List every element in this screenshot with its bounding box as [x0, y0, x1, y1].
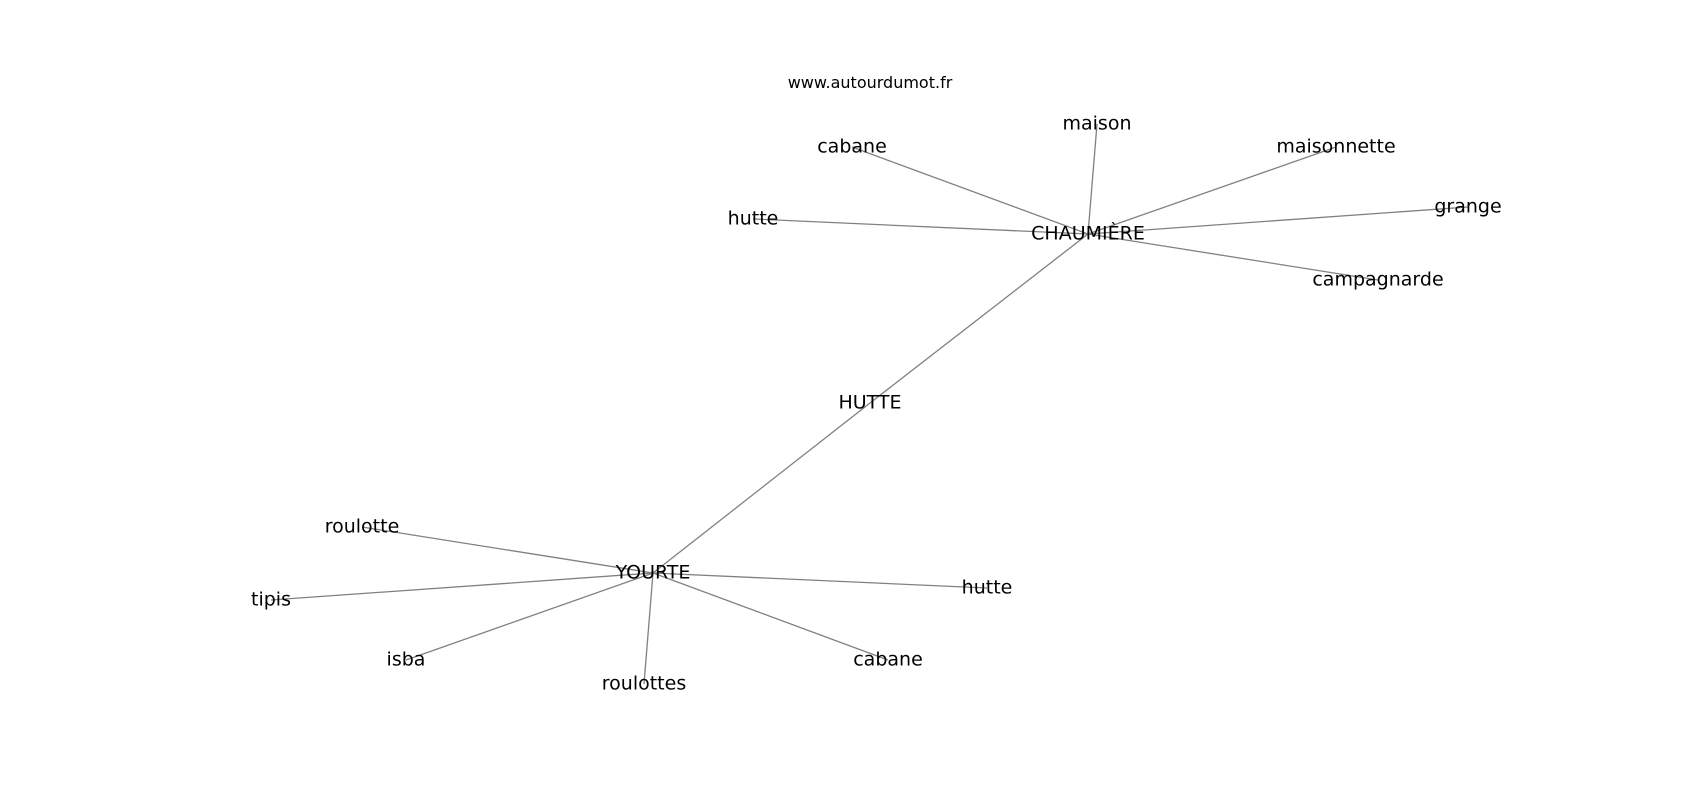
edge-chaumiere-maison — [1087, 123, 1098, 235]
edge-chaumiere-campagnarde — [1087, 233, 1379, 281]
edge-yourte-cabane-bottom — [652, 572, 889, 661]
site-watermark: www.autourdumot.fr — [788, 73, 953, 92]
edge-yourte-isba — [405, 572, 654, 661]
edge-chaumiere-maisonnette — [1087, 146, 1337, 235]
node-cabane-top[interactable]: cabane — [817, 136, 887, 158]
edge-hutte-center-yourte — [652, 402, 871, 574]
edge-chaumiere-grange — [1087, 206, 1469, 235]
node-roulotte[interactable]: roulotte — [325, 516, 400, 538]
edge-chaumiere-hutte-top — [752, 218, 1089, 235]
node-roulottes[interactable]: roulottes — [602, 673, 686, 695]
node-yourte[interactable]: YOURTE — [615, 562, 691, 584]
node-tipis[interactable]: tipis — [251, 589, 291, 611]
node-cabane-bottom[interactable]: cabane — [853, 649, 923, 671]
node-isba[interactable]: isba — [387, 649, 426, 671]
edge-hutte-center-chaumiere — [869, 233, 1089, 404]
node-campagnarde[interactable]: campagnarde — [1312, 269, 1443, 291]
edge-chaumiere-cabane-top — [851, 146, 1089, 235]
node-hutte-bottom[interactable]: hutte — [962, 577, 1013, 599]
edge-yourte-roulottes — [643, 572, 654, 685]
edge-yourte-hutte-bottom — [652, 572, 988, 589]
labels-layer: HUTTE CHAUMIÈRE YOURTE maison cabane maisonne… — [251, 113, 1502, 695]
node-chaumiere[interactable]: CHAUMIÈRE — [1031, 222, 1145, 245]
edge-yourte-roulotte — [361, 526, 654, 574]
node-grange[interactable]: grange — [1434, 196, 1501, 218]
node-hutte-top[interactable]: hutte — [728, 208, 779, 230]
node-maisonnette[interactable]: maisonnette — [1276, 136, 1395, 158]
edges-layer — [270, 123, 1469, 685]
node-maison[interactable]: maison — [1063, 113, 1132, 135]
node-hutte-center[interactable]: HUTTE — [838, 392, 901, 414]
edge-yourte-tipis — [270, 572, 654, 601]
